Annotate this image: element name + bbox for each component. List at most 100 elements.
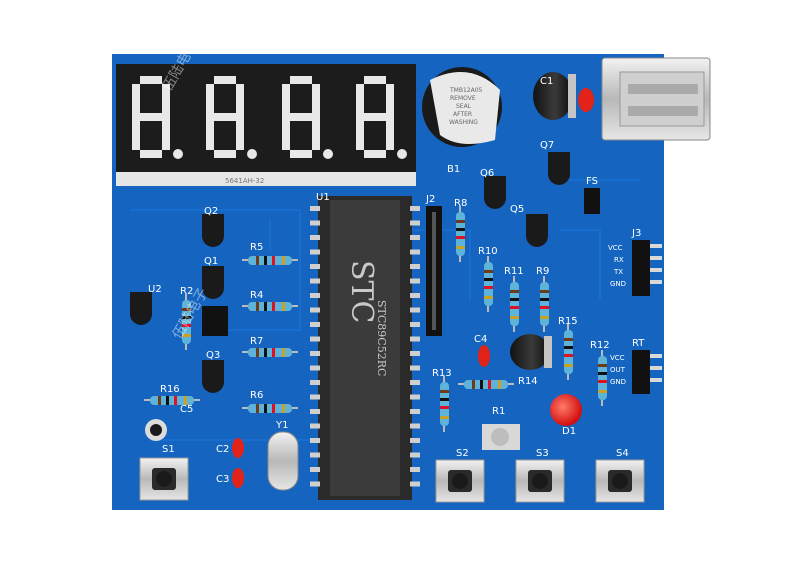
segment-a [364, 76, 386, 84]
resistor-r15 [564, 324, 573, 380]
resistor-r9 [540, 276, 549, 332]
resistor-band [264, 404, 267, 413]
resistor-band [264, 302, 267, 311]
resistor-band [272, 404, 275, 413]
label-s3: S3 [536, 448, 549, 459]
segment-g [364, 113, 386, 121]
label-r12: R12 [590, 340, 610, 351]
header-j3 [632, 240, 662, 296]
resistor-band [256, 302, 259, 311]
label-r4: R4 [250, 290, 263, 301]
resistor-band [510, 298, 519, 301]
button-s3[interactable] [515, 459, 565, 503]
segment-b [386, 84, 394, 117]
resistor-r5 [242, 256, 298, 265]
resistor-band [272, 256, 275, 265]
resistor-band [256, 404, 259, 413]
segment-e [282, 117, 290, 150]
display-part-code: 5641AH-32 [225, 177, 264, 185]
resistor-band [564, 338, 573, 341]
button-plunger [452, 473, 468, 489]
label-b1: B1 [447, 164, 460, 175]
mcu-pin-right [410, 423, 420, 429]
trimmer-r1 [482, 424, 520, 450]
transistor-q3 [202, 360, 224, 393]
resistor-band [440, 416, 449, 419]
transistor-q5 [526, 214, 548, 247]
label-r8: R8 [454, 198, 467, 209]
segment-b [236, 84, 244, 117]
segment-a [290, 76, 312, 84]
label-c1: C1 [540, 76, 553, 87]
buzzer-label-2: SEAL [456, 103, 472, 110]
mcu-pin-left [310, 264, 320, 269]
mcu-pin-right [410, 278, 420, 284]
resistor-r12 [598, 350, 607, 406]
resistor-band [174, 396, 177, 405]
mcu-pin-right [410, 409, 420, 414]
display-digit-0 [132, 76, 183, 159]
resistor-band [564, 346, 573, 349]
buttons [139, 457, 645, 503]
segment-b [312, 84, 320, 117]
mcu-pin-left [310, 307, 320, 313]
mcu-pin-left [310, 394, 320, 400]
mcu-pin-right [410, 206, 420, 211]
segment-g [140, 113, 162, 121]
mcu-pin-left [310, 452, 320, 458]
segment-d [214, 150, 236, 158]
mcu-pin-right [410, 438, 420, 443]
label-r6: R6 [250, 390, 263, 401]
mcu-pin-left [310, 351, 320, 356]
segment-a [140, 76, 162, 84]
resistor-body [510, 282, 519, 326]
rt-pin-vcc: VCC [610, 354, 625, 362]
label-q3: Q3 [206, 350, 220, 361]
mcu-pin-right [410, 380, 420, 385]
mcu-pin-left [310, 220, 320, 226]
label-s4: S4 [616, 448, 629, 459]
resistor-body [484, 262, 493, 306]
resistor-band [182, 334, 191, 337]
resistor-r16 [144, 396, 200, 405]
mcu-pin-left [310, 481, 320, 487]
capacitor-c1-tab [578, 88, 594, 112]
label-c2: C2 [216, 444, 229, 455]
resistor-band [456, 228, 465, 231]
buzzer-label-4: WASHING [449, 119, 478, 126]
header-rt [632, 350, 662, 394]
mcu-pin-left [310, 438, 320, 443]
resistor-band [564, 364, 573, 367]
mcu-pin-left [310, 380, 320, 385]
label-r7: R7 [250, 336, 263, 347]
mcu-pin-left [310, 423, 320, 429]
segment-b [162, 84, 170, 117]
buzzer-label-3: AFTER [453, 111, 472, 118]
label-r1: R1 [492, 406, 505, 417]
display-digit-2 [282, 76, 333, 159]
mcu-pin-right [410, 394, 420, 400]
button-s4[interactable] [595, 459, 645, 503]
label-r2: R2 [180, 286, 193, 297]
mcu-pin-right [410, 322, 420, 327]
label-s2: S2 [456, 448, 469, 459]
mcu-pin-left [310, 409, 320, 414]
button-plunger [612, 473, 628, 489]
segment-c [312, 117, 320, 150]
button-plunger [532, 473, 548, 489]
mcu-pin-right [410, 307, 420, 313]
mcu-pin-right [410, 336, 420, 342]
resistor-r4 [242, 302, 298, 311]
resistor-band [540, 316, 549, 319]
resistor-r2 [182, 294, 191, 350]
label-fs: FS [586, 176, 598, 187]
led-d1 [550, 394, 582, 426]
button-s2[interactable] [435, 459, 485, 503]
label-u2: U2 [148, 284, 162, 295]
button-s1[interactable] [139, 457, 189, 501]
label-r5: R5 [250, 242, 263, 253]
resistor-band [480, 380, 483, 389]
resistor-body [540, 282, 549, 326]
resistor-band [282, 348, 285, 357]
resistor-band [456, 236, 465, 239]
